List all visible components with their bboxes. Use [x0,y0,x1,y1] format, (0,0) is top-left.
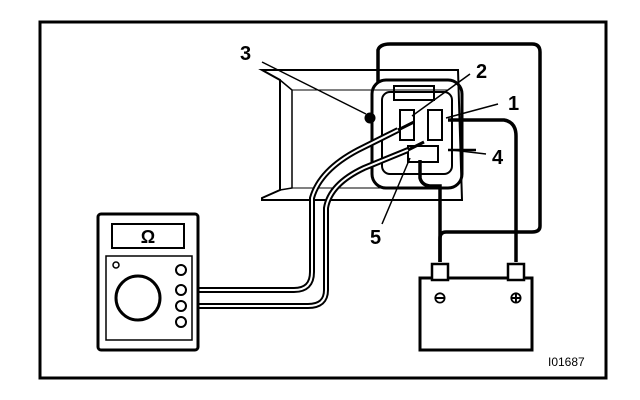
battery [418,262,534,352]
callout-1: 1 [508,93,519,115]
terminal-2 [399,109,415,141]
battery-positive-symbol: ⊕ [509,290,522,307]
meter-display [111,223,185,249]
relay-housing [258,69,464,201]
callout-2: 2 [476,61,487,83]
ohmmeter [96,212,200,352]
diagram-frame [38,20,608,380]
battery-negative-symbol: ⊖ [433,290,446,307]
meter-jacks [175,264,187,328]
figure-code: I01687 [548,355,585,369]
jumper-wire [376,42,542,262]
meter-dial [114,274,162,322]
terminal-3 [364,112,376,124]
callout-leaders [261,61,499,225]
callout-4: 4 [492,147,504,169]
negative-lead [418,160,442,262]
terminal-1 [427,109,443,141]
terminal-4 [407,145,439,163]
callout-5: 5 [370,227,381,249]
callout-3: 3 [240,43,251,65]
connector [364,78,464,190]
ohmmeter-probe-leads [188,120,425,309]
positive-lead [448,118,518,262]
battery-positive-post [506,262,526,282]
ohm-symbol: Ω [141,227,155,247]
battery-negative-post [430,262,450,282]
